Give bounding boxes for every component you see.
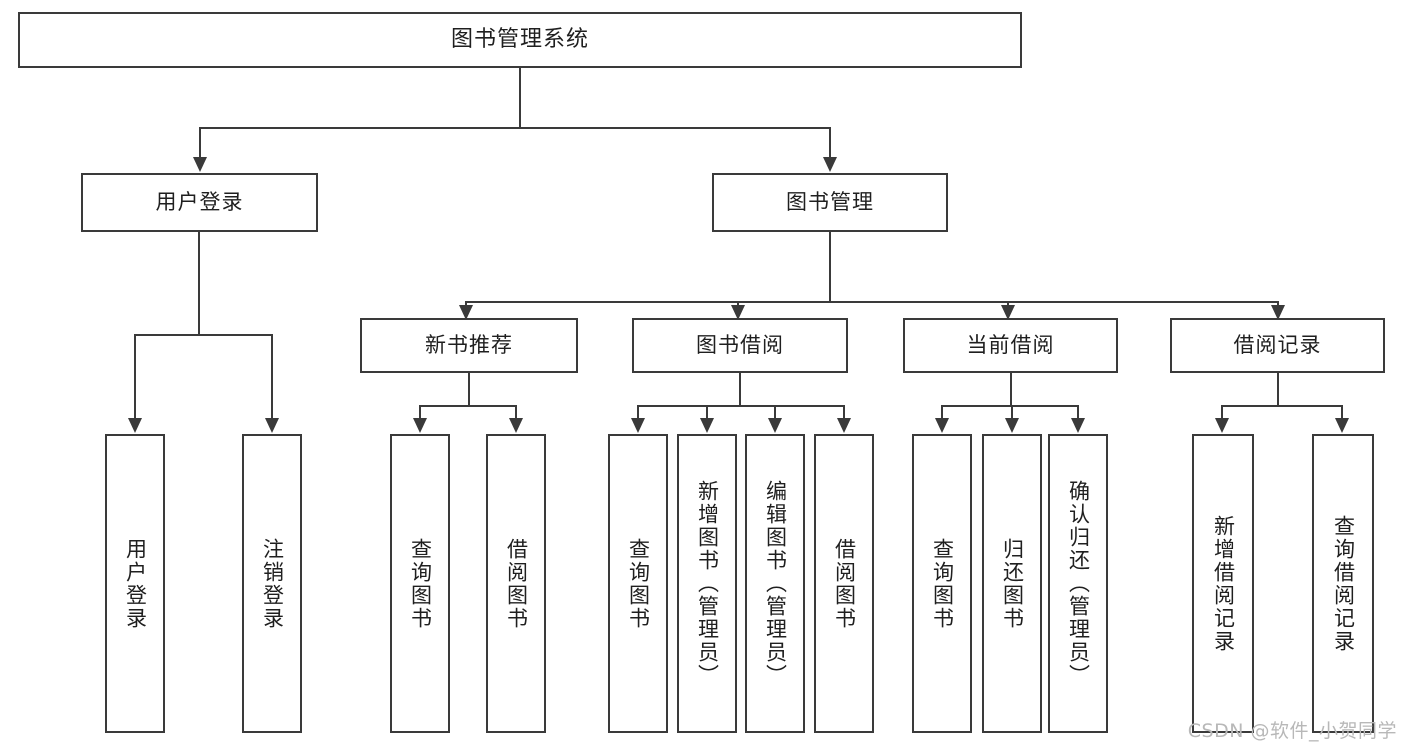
node-root-system[interactable]: 图书管理系统 [18, 12, 1022, 68]
leaf-current-borrow-confirm-return[interactable]: 确认归还（管理员） [1048, 434, 1108, 733]
node-label: 确认归还（管理员） [1066, 480, 1091, 687]
leaf-book-borrow-edit[interactable]: 编辑图书（管理员） [745, 434, 805, 733]
leaf-borrow-record-query[interactable]: 查询借阅记录 [1312, 434, 1374, 733]
connector-book-mgmt-bus [465, 301, 1279, 303]
connector-root-stem [519, 68, 521, 128]
connector-book-borrow-stem [739, 373, 741, 406]
arrow-root-to-user-login [193, 157, 207, 172]
leaf-user-login-logout[interactable]: 注销登录 [242, 434, 302, 733]
node-book-management[interactable]: 图书管理 [712, 173, 948, 232]
node-new-book-recommend[interactable]: 新书推荐 [360, 318, 578, 373]
arrow-book-mgmt-to-current [1001, 305, 1015, 320]
leaf-current-borrow-return[interactable]: 归还图书 [982, 434, 1042, 733]
connector-current-borrow-bus [941, 405, 1079, 407]
node-label: 查询借阅记录 [1331, 514, 1356, 653]
arrow-book-borrow-to-leaf-4 [837, 418, 851, 433]
connector-user-login-to-leaf-1 [134, 334, 136, 420]
leaf-new-book-borrow[interactable]: 借阅图书 [486, 434, 546, 733]
connector-user-login-stem [198, 232, 200, 335]
connector-borrow-record-to-leaf-2 [1341, 405, 1343, 421]
node-label: 新书推荐 [425, 333, 513, 358]
arrow-book-borrow-to-leaf-2 [700, 418, 714, 433]
connector-book-borrow-bus [637, 405, 845, 407]
connector-user-login-to-leaf-2 [271, 334, 273, 420]
connector-book-mgmt-to-record [1277, 301, 1279, 308]
arrow-current-borrow-to-leaf-1 [935, 418, 949, 433]
node-label: 用户登录 [123, 537, 148, 630]
leaf-book-borrow-query[interactable]: 查询图书 [608, 434, 668, 733]
connector-book-mgmt-stem [829, 232, 831, 302]
node-label: 注销登录 [260, 537, 285, 630]
arrow-current-borrow-to-leaf-2 [1005, 418, 1019, 433]
connector-root-bus [199, 127, 831, 129]
node-user-login[interactable]: 用户登录 [81, 173, 318, 232]
arrow-user-login-to-leaf-2 [265, 418, 279, 433]
connector-book-borrow-to-leaf-1 [637, 405, 639, 421]
node-label: 归还图书 [1000, 537, 1025, 630]
arrow-borrow-record-to-leaf-2 [1335, 418, 1349, 433]
connector-new-book-stem [468, 373, 470, 406]
connector-current-borrow-to-leaf-3 [1077, 405, 1079, 421]
connector-new-book-to-leaf-1 [419, 405, 421, 421]
arrow-root-to-book-mgmt [823, 157, 837, 172]
node-borrow-record[interactable]: 借阅记录 [1170, 318, 1385, 373]
node-label: 用户登录 [155, 190, 244, 215]
arrow-current-borrow-to-leaf-3 [1071, 418, 1085, 433]
arrow-book-mgmt-to-record [1271, 305, 1285, 320]
connector-borrow-record-to-leaf-1 [1221, 405, 1223, 421]
leaf-user-login-login[interactable]: 用户登录 [105, 434, 165, 733]
node-label: 新增借阅记录 [1211, 514, 1236, 653]
node-label: 图书管理 [786, 190, 874, 215]
leaf-new-book-query[interactable]: 查询图书 [390, 434, 450, 733]
arrow-book-mgmt-to-new-book [459, 305, 473, 320]
node-label: 查询图书 [626, 537, 651, 630]
connector-book-borrow-to-leaf-4 [843, 405, 845, 421]
connector-current-borrow-to-leaf-1 [941, 405, 943, 421]
arrow-new-book-to-leaf-1 [413, 418, 427, 433]
arrow-borrow-record-to-leaf-1 [1215, 418, 1229, 433]
node-label: 编辑图书（管理员） [763, 480, 788, 687]
node-label: 查询图书 [930, 537, 955, 630]
node-current-borrow[interactable]: 当前借阅 [903, 318, 1118, 373]
connector-current-borrow-to-leaf-2 [1011, 405, 1013, 421]
connector-new-book-bus [419, 405, 517, 407]
leaf-current-borrow-query[interactable]: 查询图书 [912, 434, 972, 733]
arrow-new-book-to-leaf-2 [509, 418, 523, 433]
node-label: 新增图书（管理员） [695, 480, 720, 687]
connector-book-mgmt-to-new-book [465, 301, 467, 308]
node-label: 图书借阅 [696, 333, 784, 358]
node-book-borrow[interactable]: 图书借阅 [632, 318, 848, 373]
connector-root-to-user-login [199, 127, 201, 159]
connector-current-borrow-stem [1010, 373, 1012, 406]
node-label: 图书管理系统 [450, 27, 589, 53]
node-label: 借阅图书 [504, 537, 529, 630]
connector-borrow-record-stem [1277, 373, 1279, 406]
connector-new-book-to-leaf-2 [515, 405, 517, 421]
leaf-book-borrow-add[interactable]: 新增图书（管理员） [677, 434, 737, 733]
arrow-user-login-to-leaf-1 [128, 418, 142, 433]
connector-book-mgmt-to-current [1007, 301, 1009, 308]
connector-root-to-book-mgmt [829, 127, 831, 159]
node-label: 当前借阅 [966, 333, 1055, 358]
node-label: 借阅记录 [1233, 333, 1322, 358]
node-label: 借阅图书 [832, 537, 857, 630]
leaf-borrow-record-add[interactable]: 新增借阅记录 [1192, 434, 1254, 733]
connector-user-login-bus [134, 334, 272, 336]
arrow-book-mgmt-to-borrow [731, 305, 745, 320]
connector-borrow-record-bus [1221, 405, 1342, 407]
connector-book-borrow-to-leaf-2 [706, 405, 708, 421]
arrow-book-borrow-to-leaf-1 [631, 418, 645, 433]
node-label: 查询图书 [408, 537, 433, 630]
leaf-book-borrow-borrow[interactable]: 借阅图书 [814, 434, 874, 733]
arrow-book-borrow-to-leaf-3 [768, 418, 782, 433]
connector-book-mgmt-to-borrow [737, 301, 739, 308]
connector-book-borrow-to-leaf-3 [774, 405, 776, 421]
